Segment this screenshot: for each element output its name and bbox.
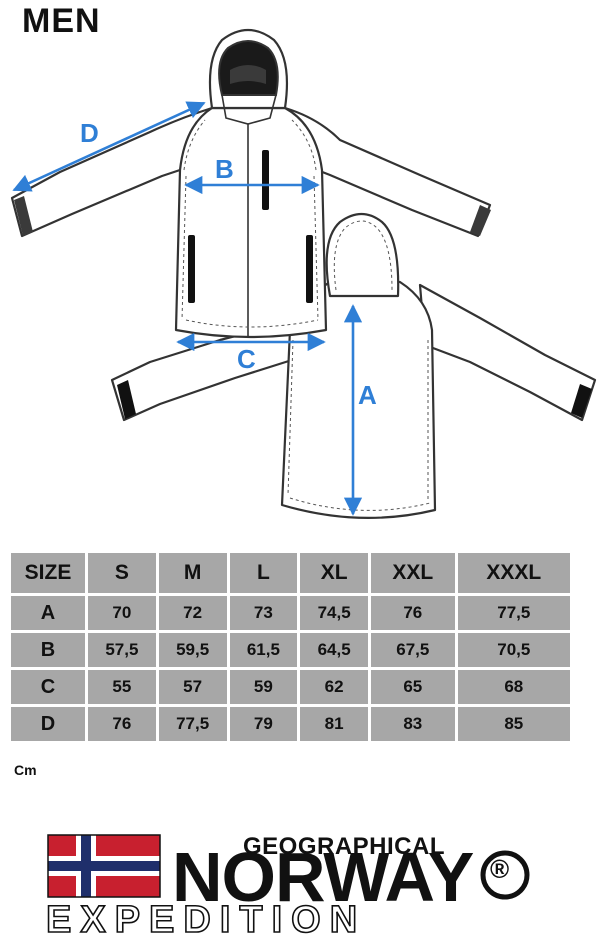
table-cell: 57 xyxy=(158,670,227,704)
jacket-measurement-diagram: D B C A xyxy=(10,28,597,519)
back-cuff-right xyxy=(571,384,592,418)
label-d: D xyxy=(80,118,99,148)
size-header-s: S xyxy=(88,553,156,593)
size-header-xxxl: XXXL xyxy=(457,553,570,593)
table-cell: 55 xyxy=(88,670,156,704)
size-header-m: M xyxy=(158,553,227,593)
row-label-d: D xyxy=(11,707,85,741)
table-cell: 62 xyxy=(300,670,368,704)
brand-line-geographical: GEOGRAPHICAL xyxy=(243,833,446,860)
norway-flag-icon xyxy=(47,834,161,898)
label-b: B xyxy=(215,154,234,184)
table-cell: 76 xyxy=(88,707,156,741)
table-cell: 57,5 xyxy=(88,633,156,667)
table-cell: 81 xyxy=(300,707,368,741)
brand-logo xyxy=(47,834,530,900)
table-cell: 64,5 xyxy=(300,633,368,667)
table-cell: 67,5 xyxy=(371,633,455,667)
table-cell: 77,5 xyxy=(457,596,570,630)
table-cell: 61,5 xyxy=(229,633,298,667)
brand-line-expedition: EXPEDITION xyxy=(45,899,367,941)
table-cell: 73 xyxy=(229,596,298,630)
row-label-c: C xyxy=(11,670,85,704)
jacket-back-view xyxy=(110,212,597,519)
table-cell: 85 xyxy=(457,707,570,741)
table-cell: 65 xyxy=(371,670,455,704)
table-row: C 55 57 59 62 65 68 xyxy=(11,670,570,704)
size-header-xxl: XXL xyxy=(371,553,455,593)
label-a: A xyxy=(358,380,377,410)
row-label-a: A xyxy=(11,596,85,630)
table-row: A 70 72 73 74,5 76 77,5 xyxy=(11,596,570,630)
table-cell: 77,5 xyxy=(158,707,227,741)
table-cell: 79 xyxy=(229,707,298,741)
table-cell: 83 xyxy=(371,707,455,741)
label-c: C xyxy=(237,344,256,374)
size-chart-table: SIZE S M L XL XXL XXXL A 70 72 73 74,5 7… xyxy=(8,550,573,744)
brand-registered-symbol: ® xyxy=(490,854,510,884)
table-row: D 76 77,5 79 81 83 85 xyxy=(11,707,570,741)
back-cuff-left xyxy=(117,380,136,419)
table-cell: 76 xyxy=(371,596,455,630)
table-header-row: SIZE S M L XL XXL XXXL xyxy=(11,553,570,593)
row-label-b: B xyxy=(11,633,85,667)
unit-label: Cm xyxy=(14,762,37,778)
page-title: MEN xyxy=(22,2,101,40)
registered-mark-icon xyxy=(480,850,530,900)
table-cell: 59,5 xyxy=(158,633,227,667)
table-cell: 70,5 xyxy=(457,633,570,667)
table-row: B 57,5 59,5 61,5 64,5 67,5 70,5 xyxy=(11,633,570,667)
size-header-xl: XL xyxy=(300,553,368,593)
table-cell: 74,5 xyxy=(300,596,368,630)
brand-line-norway: NORWAY xyxy=(172,838,474,916)
size-header-l: L xyxy=(229,553,298,593)
table-cell: 59 xyxy=(229,670,298,704)
table-cell: 72 xyxy=(158,596,227,630)
size-header-cell: SIZE xyxy=(11,553,85,593)
arrow-d xyxy=(12,101,206,192)
table-cell: 70 xyxy=(88,596,156,630)
table-cell: 68 xyxy=(457,670,570,704)
